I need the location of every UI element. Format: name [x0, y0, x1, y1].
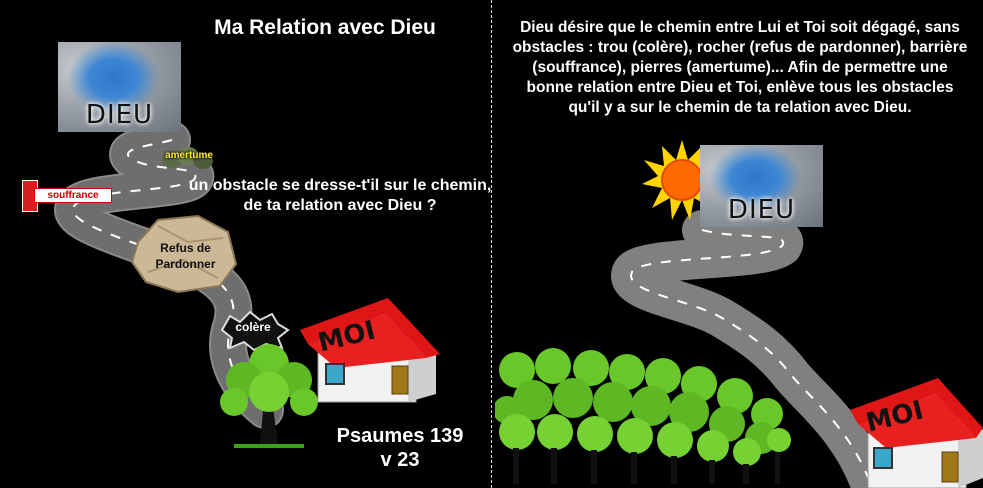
label-refus: Refus de Pardonner [155, 241, 216, 271]
house-icon [300, 298, 440, 403]
hole-icon [220, 310, 290, 352]
label-amertume: amertume [165, 150, 213, 161]
tree-icon [220, 344, 318, 448]
house-icon-right [850, 378, 983, 488]
scripture-reference: Psaumes 139 v 23 [336, 425, 464, 471]
message-text: Dieu désire que le chemin entre Lui et T… [512, 19, 968, 116]
page-title: Ma Relation avec Dieu [214, 16, 436, 39]
road-right [611, 210, 892, 488]
sky-image-dieu-right: DIEU [700, 145, 823, 227]
stones-icon [162, 147, 213, 169]
panel-divider [491, 0, 492, 488]
rock-icon [130, 214, 238, 294]
barrier-souffrance: souffrance [34, 188, 112, 203]
sky-label: DIEU [85, 100, 154, 130]
sky-label-right: DIEU [727, 195, 796, 225]
question-text: un obstacle se dresse-t'il sur le chemin… [188, 177, 492, 214]
sky-image-dieu: DIEU [58, 42, 181, 132]
label-colere: colère [235, 320, 271, 334]
forest-icon [495, 348, 791, 484]
